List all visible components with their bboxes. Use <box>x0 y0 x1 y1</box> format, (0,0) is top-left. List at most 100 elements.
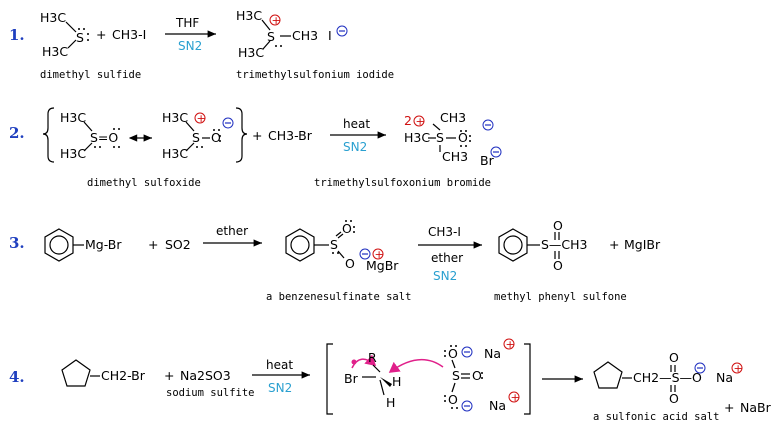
negative-charge-icon <box>482 119 494 131</box>
methyl-bottom: CH3 <box>442 149 468 164</box>
solvent-thf: THF <box>175 16 199 30</box>
reaction-2-number: 2. <box>9 124 25 142</box>
positive-charge-icon <box>194 112 206 124</box>
product-methyl-b: H3C <box>238 45 264 60</box>
svg-text:+: + <box>734 362 743 375</box>
caption-dimethyl-sulfide: dimethyl sulfide <box>40 69 141 81</box>
methyl-a: H3C <box>162 110 188 125</box>
oxygen-bottom: O <box>553 258 563 273</box>
hydrogen-1: H <box>392 374 401 389</box>
oxygen-right: O <box>472 368 482 383</box>
plus-sign: + <box>96 27 106 42</box>
methyl-top: CH3 <box>440 110 466 125</box>
reaction-3-number: 3. <box>9 234 25 252</box>
byproduct-nabr: NaBr <box>740 400 772 415</box>
byproduct-mgibr: MgIBr <box>624 237 661 252</box>
sodium-bottom: Na <box>489 398 506 413</box>
methyl-a: H3C <box>40 10 66 25</box>
reaction-4-number: 4. <box>9 368 25 386</box>
product-methyl-a: H3C <box>236 8 262 23</box>
negative-charge-icon <box>461 346 473 358</box>
positive-charge-icon <box>731 362 743 374</box>
negative-charge-icon <box>490 146 502 158</box>
caption-methyl-phenyl-sulfone: methyl phenyl sulfone <box>494 291 627 303</box>
magnesium-bromide-group: Mg-Br <box>85 237 122 252</box>
negative-charge-icon <box>222 117 234 129</box>
sulfur-atom: S <box>436 130 444 145</box>
svg-text:+: + <box>416 115 425 128</box>
benzenesulfinate-structure: S O O + MgBr <box>285 220 399 273</box>
plus-sign: + <box>609 237 619 252</box>
oxygen-atom: O <box>211 130 221 145</box>
condition-heat: heat <box>266 358 293 372</box>
left-brace <box>42 107 55 163</box>
left-bracket <box>326 343 333 415</box>
charge-number: 2 <box>404 113 412 128</box>
svg-text:+: + <box>375 248 384 261</box>
caption-sulfonic-acid-salt: a sulfonic acid salt <box>593 411 719 423</box>
dmso-resonance-right: H3C H3C S O + <box>162 110 234 161</box>
product-methyl-c: CH3 <box>292 28 318 43</box>
reaction-1: 1. H3C H3C S + CH3-I THF SN2 H3C H3C S C… <box>9 8 394 81</box>
oxygen-top: O <box>669 350 679 365</box>
oxygen-bottom: O <box>669 391 679 406</box>
negative-charge-icon <box>461 400 473 412</box>
svg-text:+: + <box>197 112 206 125</box>
sodium-sulfite: Na2SO3 <box>180 368 231 383</box>
plus-sign: + <box>724 400 734 415</box>
sulfur-atom: S <box>452 368 460 383</box>
positive-charge-icon <box>372 248 384 260</box>
r-group: R <box>368 350 377 365</box>
sn2-label: SN2 <box>343 140 367 154</box>
oxygen-atom: O <box>458 130 468 145</box>
sodium-top: Na <box>484 346 501 361</box>
bromomethyl-group: CH2-Br <box>101 368 146 383</box>
phenyl-ring <box>44 228 84 262</box>
solvent-ether: ether <box>216 224 248 238</box>
hydrogen-2: H <box>386 395 395 410</box>
caption-benzenesulfinate: a benzenesulfinate salt <box>266 291 411 303</box>
cyclopentane-ring <box>61 359 100 387</box>
svg-text:+: + <box>511 391 520 404</box>
methyl-b: H3C <box>162 146 188 161</box>
condition-heat: heat <box>343 117 370 131</box>
sulfonate-structure: O CH2—S—O O Na + <box>593 350 743 406</box>
oxygen-top: O <box>448 346 458 361</box>
negative-charge-icon <box>359 248 371 260</box>
dimethyl-sulfide-structure: H3C H3C S <box>40 10 89 59</box>
methyl-left: H3C <box>404 130 430 145</box>
oxygen-top: O <box>553 218 563 233</box>
step2-solvent: ether <box>431 251 463 265</box>
oxygen-top: O <box>342 221 352 236</box>
sn2-label: SN2 <box>178 39 202 53</box>
sn2-label: SN2 <box>268 381 292 395</box>
methyl-bromide: CH3-Br <box>268 128 313 143</box>
reaction-1-number: 1. <box>9 26 25 44</box>
iodide-ion: I <box>328 28 332 43</box>
caption-sodium-sulfite: sodium sulfite <box>166 387 255 399</box>
methyl-a: H3C <box>60 110 86 125</box>
plus-sign: + <box>164 368 174 383</box>
sodium-cation: Na <box>716 370 733 385</box>
sulfur-atom: S <box>192 130 200 145</box>
reaction-2: 2. H3C H3C S=O H3C H3C S O <box>9 107 502 189</box>
oxygen-bottom: O <box>448 392 458 407</box>
reaction-4: 4. CH2-Br + Na2SO3 sodium sulfite heat S… <box>9 338 772 423</box>
plus-sign: + <box>148 237 158 252</box>
sulfonyl-methyl-group: S—CH3 <box>541 237 588 252</box>
product-sulfur: S <box>267 29 275 44</box>
sulfur-atom: S <box>330 237 338 252</box>
methyl-b: H3C <box>60 146 86 161</box>
methyl-phenyl-sulfone-structure: O S—CH3 O <box>498 218 588 273</box>
bromine-leaving: Br <box>344 371 359 386</box>
curved-arrow-nucleophile <box>388 358 444 373</box>
dmso-resonance-left: H3C H3C S=O <box>60 110 120 161</box>
caption-dimethyl-sulfoxide: dimethyl sulfoxide <box>87 177 201 189</box>
step2-reagent: CH3-I <box>428 225 461 239</box>
svg-text:+: + <box>272 14 281 27</box>
reaction-3: 3. Mg-Br + SO2 ether S O O <box>9 218 661 303</box>
methyl-b: H3C <box>42 44 68 59</box>
positive-charge-icon <box>269 14 281 26</box>
trimethylsulfoxonium-structure: 2 + CH3 H3C S O CH3 Br <box>404 110 502 168</box>
